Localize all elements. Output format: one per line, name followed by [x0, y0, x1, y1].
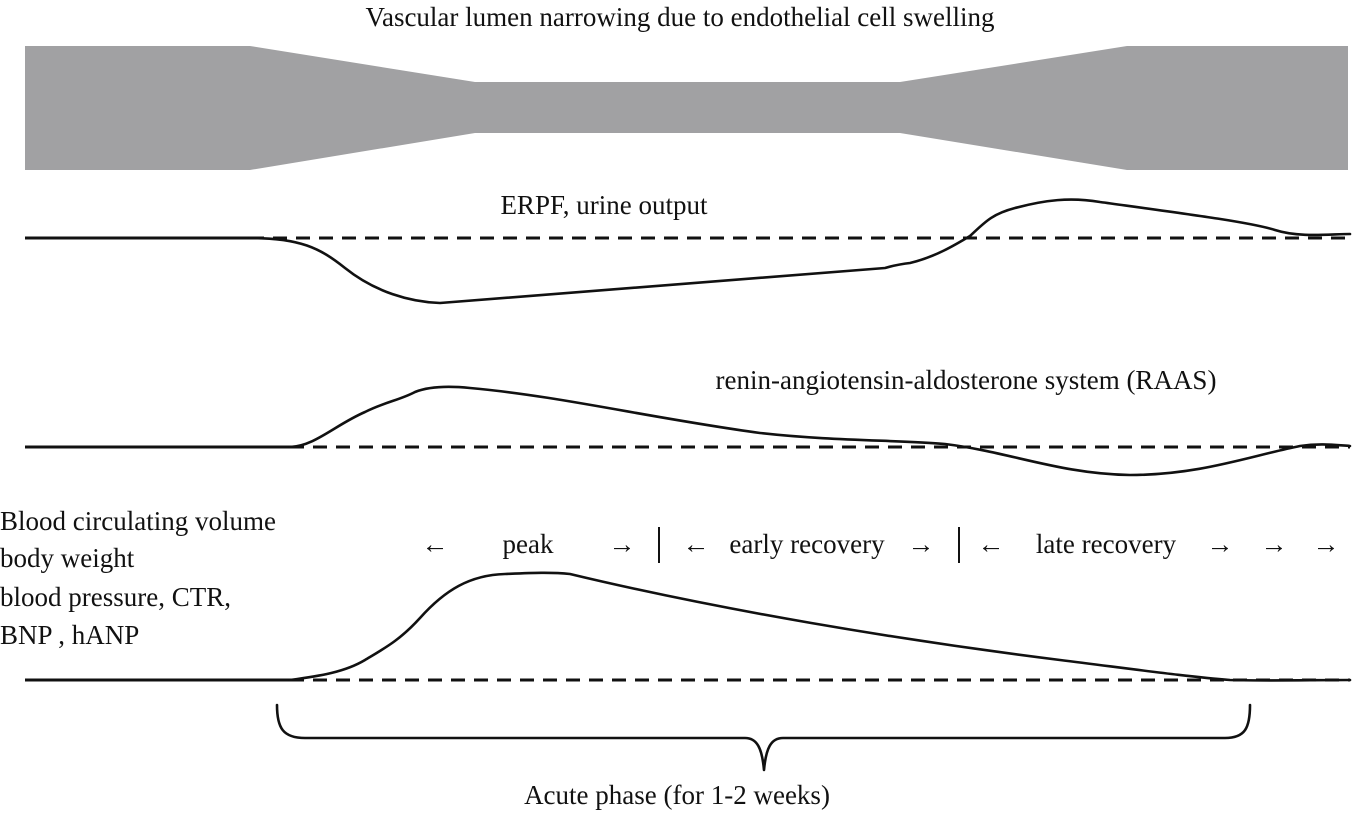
volume-curve: [288, 571, 1352, 682]
volume-label-line-3: blood pressure, CTR,: [0, 582, 231, 612]
late-arrow-right-2: →: [1261, 529, 1288, 559]
erpf-curve: [248, 198, 1352, 305]
volume-label-line-4: BNP , hANP: [0, 620, 139, 650]
raas-curve: [288, 385, 1352, 477]
raas-label: renin-angiotensin-aldosterone system (RA…: [716, 365, 1217, 395]
volume-label-line-1: Blood circulating volume: [0, 506, 276, 536]
late-arrow-left: ←: [978, 529, 1005, 559]
late-arrow-right-3: →: [1313, 529, 1340, 559]
late-arrow-right-1: →: [1207, 529, 1234, 559]
phase-early-recovery-label: early recovery: [729, 529, 885, 559]
acute-phase-brace: [275, 703, 1252, 772]
erpf-label: ERPF, urine output: [500, 190, 708, 220]
vessel-title: Vascular lumen narrowing due to endothel…: [365, 2, 994, 32]
phase-peak-label: peak: [503, 529, 554, 559]
volume-label-line-2: body weight: [0, 543, 135, 573]
acute-phase-label: Acute phase (for 1-2 weeks): [524, 780, 830, 810]
early-arrow-right: →: [908, 529, 935, 559]
peak-arrow-right: →: [609, 529, 636, 559]
peak-arrow-left: ←: [422, 529, 449, 559]
phase-late-recovery-label: late recovery: [1036, 529, 1177, 559]
early-arrow-left: ←: [683, 529, 710, 559]
vessel-lumen-shape: [25, 46, 1348, 170]
